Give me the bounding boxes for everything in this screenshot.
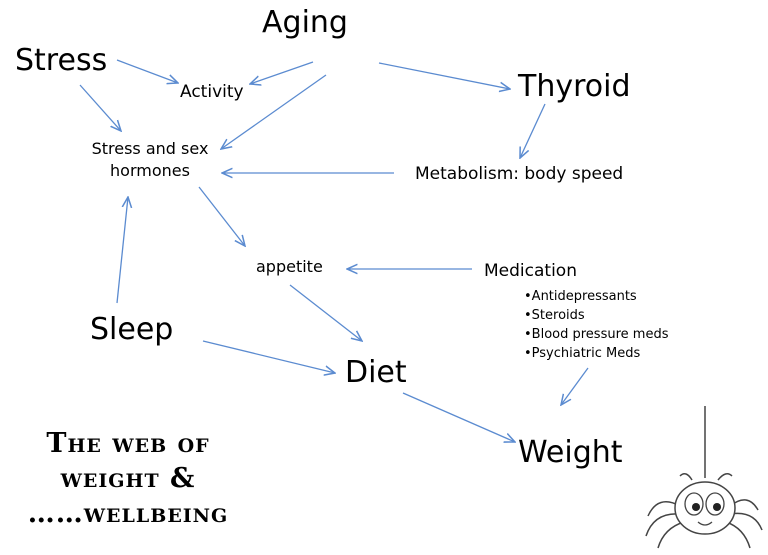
node-sleep: Sleep bbox=[90, 312, 174, 347]
node-weight: Weight bbox=[518, 435, 623, 470]
arrow-aging-hormones bbox=[221, 74, 327, 149]
node-stress-sex-hormones: Stress and sex hormones bbox=[88, 139, 212, 181]
arrow-stress-activity bbox=[116, 59, 178, 83]
web-title-line2: weight & bbox=[60, 463, 196, 495]
arrow-appetite-diet bbox=[289, 284, 362, 341]
arrow-diet-weight bbox=[402, 392, 515, 442]
web-title-line3: ……wellbeing bbox=[27, 498, 229, 530]
arrow-hormones-appetite bbox=[198, 186, 245, 246]
web-title: The web of weight & ……wellbeing bbox=[14, 426, 242, 531]
arrow-meds-weight bbox=[561, 367, 589, 405]
node-appetite: appetite bbox=[256, 257, 323, 276]
arrow-sleep-diet bbox=[202, 340, 335, 373]
medication-list: Antidepressants Steroids Blood pressure … bbox=[524, 287, 669, 363]
web-title-line1: The web of bbox=[46, 428, 210, 459]
arrow-thyroid-metabolism bbox=[520, 103, 546, 158]
arrow-stress-hormones bbox=[79, 84, 121, 131]
node-thyroid: Thyroid bbox=[518, 69, 631, 104]
node-stress-sex-hormones-line1: Stress and sex bbox=[91, 139, 209, 158]
medication-item: Steroids bbox=[524, 306, 668, 325]
medication-item: Antidepressants bbox=[524, 287, 668, 306]
node-stress: Stress bbox=[15, 43, 108, 78]
medication-item: Psychiatric Meds bbox=[524, 344, 668, 363]
arrow-aging-activity bbox=[250, 61, 314, 84]
node-aging: Aging bbox=[262, 5, 348, 40]
spider-icon bbox=[645, 406, 763, 549]
node-medication: Medication bbox=[484, 261, 577, 281]
node-stress-sex-hormones-line2: hormones bbox=[110, 161, 190, 181]
node-diet: Diet bbox=[345, 355, 407, 390]
arrow-sleep-hormones bbox=[116, 197, 128, 304]
node-activity: Activity bbox=[180, 82, 244, 102]
arrow-aging-thyroid bbox=[378, 62, 510, 89]
node-metabolism: Metabolism: body speed bbox=[415, 164, 624, 184]
medication-item: Blood pressure meds bbox=[524, 325, 669, 344]
